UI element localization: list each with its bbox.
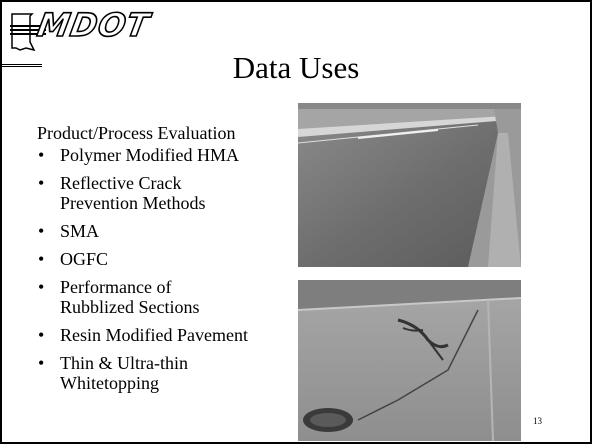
bullet-text: Polymer Modified HMA — [60, 145, 239, 165]
bullet-icon: • — [38, 145, 45, 165]
bullet-icon: • — [38, 249, 45, 269]
cracked-pavement-photo — [298, 280, 521, 441]
bullet-text: Resin Modified Pavement — [60, 325, 248, 345]
logo-text: MDOT — [34, 5, 154, 45]
divider — [2, 64, 42, 65]
bullet-item: • Reflective Crack Prevention Methods — [38, 173, 245, 213]
bullet-text: Reflective Crack Prevention Methods — [60, 173, 206, 213]
pavement-photo-graphic — [298, 280, 521, 441]
bullet-item: • Performance of Rubblized Sections — [38, 277, 210, 317]
bullet-icon: • — [38, 173, 45, 193]
bullet-list: • Polymer Modified HMA • Reflective Crack … — [38, 145, 318, 401]
bullet-text: SMA — [60, 221, 100, 241]
divider — [2, 66, 42, 67]
bullet-text: Performance of Rubblized Sections — [60, 277, 200, 317]
bullet-item: • Polymer Modified HMA — [38, 145, 318, 165]
bullet-item: • Thin & Ultra-thin Whitetopping — [38, 353, 230, 393]
bullet-text: OGFC — [60, 249, 109, 269]
page-number: 13 — [533, 416, 542, 426]
bullet-icon: • — [38, 277, 45, 297]
asphalt-road-photo — [298, 103, 521, 267]
mdot-logo: MDOT — [8, 5, 158, 52]
bullet-item: • SMA — [38, 221, 318, 241]
mississippi-state-outline-icon — [10, 13, 46, 52]
bullet-icon: • — [38, 325, 45, 345]
bullet-text: Thin & Ultra-thin Whitetopping — [60, 353, 188, 393]
slide-subtitle: Product/Process Evaluation — [37, 123, 236, 143]
slide-title: Data Uses — [232, 50, 360, 85]
bullet-icon: • — [38, 221, 45, 241]
road-photo-graphic — [298, 103, 521, 267]
bullet-icon: • — [38, 353, 45, 373]
bullet-item: • Resin Modified Pavement — [38, 325, 318, 345]
bullet-item: • OGFC — [38, 249, 318, 269]
